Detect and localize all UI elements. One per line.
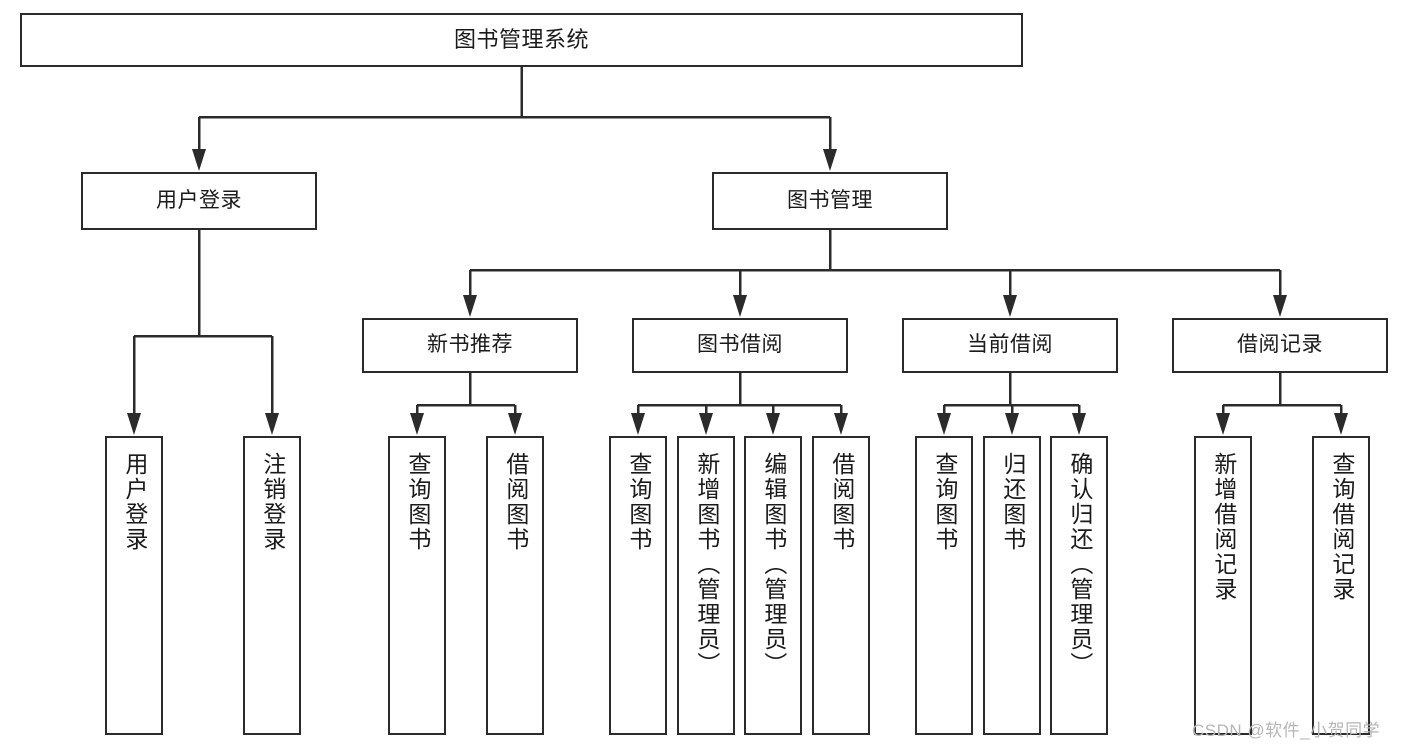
node-label: 借阅图书 xyxy=(502,452,529,552)
node-label: 借阅记录 xyxy=(1237,333,1323,357)
node-label: 图书管理 xyxy=(787,188,873,212)
node-leaf_3[interactable]: 借阅图书 xyxy=(486,436,544,735)
node-leaf_1[interactable]: 注销登录 xyxy=(243,436,301,735)
arrow-head-icon xyxy=(631,413,645,435)
arrow-head-icon xyxy=(1273,295,1287,317)
node-l3_3[interactable]: 借阅记录 xyxy=(1172,318,1388,373)
node-label: 借阅图书 xyxy=(828,452,855,552)
arrow-head-icon xyxy=(1072,413,1086,435)
arrow-head-icon xyxy=(1003,295,1017,317)
arrow-head-icon xyxy=(834,413,848,435)
arrow-head-icon xyxy=(410,413,424,435)
arrow-head-icon xyxy=(463,295,477,317)
node-label: 新书推荐 xyxy=(427,333,513,357)
node-label: 注销登录 xyxy=(259,452,286,552)
node-label: 图书借阅 xyxy=(697,333,783,357)
node-label: 查询借阅记录 xyxy=(1328,452,1355,602)
node-leaf_11[interactable]: 新增借阅记录 xyxy=(1194,436,1252,735)
node-label: 新增图书（管理员） xyxy=(693,452,720,677)
node-leaf_10[interactable]: 确认归还（管理员） xyxy=(1050,436,1108,735)
node-root[interactable]: 图书管理系统 xyxy=(20,13,1023,67)
node-leaf_6[interactable]: 编辑图书（管理员） xyxy=(744,436,802,735)
arrow-head-icon xyxy=(265,413,279,435)
node-label: 图书管理系统 xyxy=(453,27,589,53)
node-l3_0[interactable]: 新书推荐 xyxy=(362,318,578,373)
node-label: 查询图书 xyxy=(404,452,431,552)
node-leaf_12[interactable]: 查询借阅记录 xyxy=(1312,436,1370,735)
arrow-head-icon xyxy=(192,149,206,171)
node-leaf_2[interactable]: 查询图书 xyxy=(388,436,446,735)
node-l3_1[interactable]: 图书借阅 xyxy=(632,318,848,373)
arrow-head-icon xyxy=(766,413,780,435)
node-label: 查询图书 xyxy=(931,452,958,552)
arrow-head-icon xyxy=(127,413,141,435)
node-l2_1[interactable]: 图书管理 xyxy=(712,172,948,230)
arrow-head-icon xyxy=(937,413,951,435)
node-label: 用户登录 xyxy=(121,452,148,552)
node-leaf_8[interactable]: 查询图书 xyxy=(915,436,973,735)
csdn-watermark: CSDN @软件_小贺同学 xyxy=(1192,721,1381,740)
arrow-head-icon xyxy=(1334,413,1348,435)
node-leaf_5[interactable]: 新增图书（管理员） xyxy=(677,436,735,735)
node-leaf_4[interactable]: 查询图书 xyxy=(609,436,667,735)
node-leaf_7[interactable]: 借阅图书 xyxy=(812,436,870,735)
node-leaf_0[interactable]: 用户登录 xyxy=(105,436,163,735)
arrow-head-icon xyxy=(1005,413,1019,435)
arrow-head-icon xyxy=(733,295,747,317)
node-l3_2[interactable]: 当前借阅 xyxy=(902,318,1118,373)
node-l2_0[interactable]: 用户登录 xyxy=(81,172,317,230)
arrow-head-icon xyxy=(1216,413,1230,435)
node-label: 确认归还（管理员） xyxy=(1066,452,1093,677)
node-label: 编辑图书（管理员） xyxy=(760,452,787,677)
node-label: 查询图书 xyxy=(625,452,652,552)
node-label: 当前借阅 xyxy=(967,333,1053,357)
node-label: 归还图书 xyxy=(999,452,1026,552)
node-label: 新增借阅记录 xyxy=(1210,452,1237,602)
arrow-head-icon xyxy=(699,413,713,435)
arrow-head-icon xyxy=(823,149,837,171)
arrow-head-icon xyxy=(508,413,522,435)
node-leaf_9[interactable]: 归还图书 xyxy=(983,436,1041,735)
node-label: 用户登录 xyxy=(156,188,242,212)
